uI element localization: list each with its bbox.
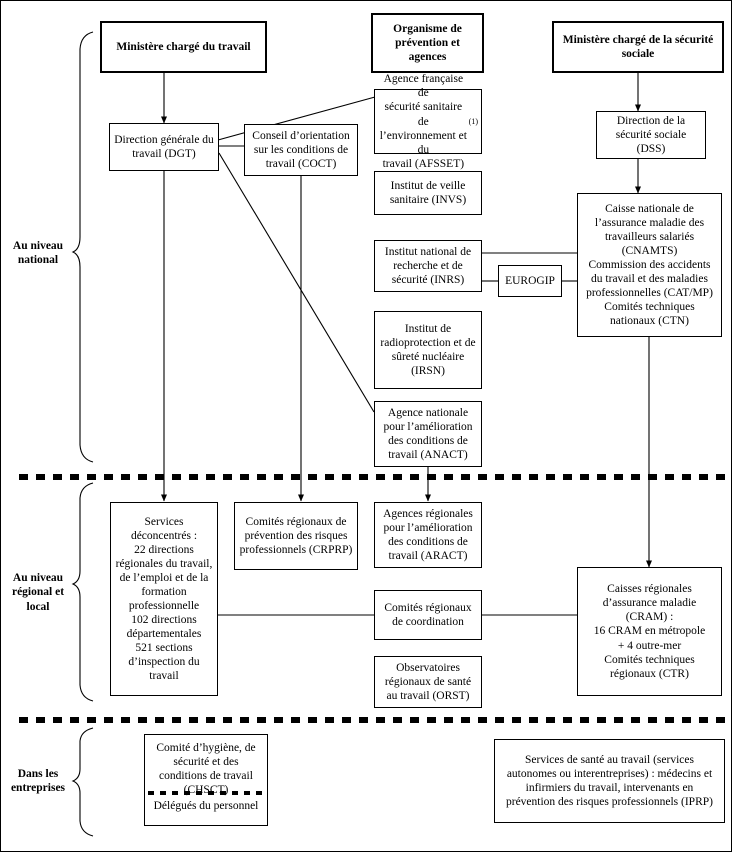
node-delegues-personnel[interactable]: Délégués du personnel (153, 800, 259, 812)
node-orst[interactable]: Observatoires régionaux de santé au trav… (374, 656, 482, 708)
brace-national (71, 31, 94, 463)
node-comites-coordination[interactable]: Comités régionaux de coordination (374, 590, 482, 640)
brace-regional (71, 482, 94, 702)
header-ministere-securite-sociale[interactable]: Ministère chargé de la sécurité sociale (552, 21, 724, 73)
node-cnamts[interactable]: Caisse nationale de l’assurance maladie … (577, 193, 722, 337)
node-anact[interactable]: Agence nationale pour l’amélioration des… (374, 401, 482, 467)
edge-dgt-anact (218, 152, 375, 413)
node-coct[interactable]: Conseil d’orientation sur les conditions… (244, 124, 358, 176)
level-label-entreprises: Dans les entreprises (10, 768, 66, 795)
divider-national-regional (19, 474, 731, 480)
level-label-regional: Au niveau régional et local (11, 572, 65, 613)
node-dgt[interactable]: Direction générale du travail (DGT) (109, 123, 219, 171)
divider-regional-entreprises (19, 717, 731, 723)
node-services-sante[interactable]: Services de santé au travail (services a… (494, 739, 725, 823)
node-inrs[interactable]: Institut national de recherche et de séc… (374, 240, 482, 292)
node-aract[interactable]: Agences régionales pour l’amélioration d… (374, 502, 482, 568)
node-afsset-label: Agence française de sécurité sanitaire d… (379, 73, 467, 170)
brace-entreprises (71, 727, 94, 837)
node-cram[interactable]: Caisses régionales d’assurance maladie (… (577, 567, 722, 696)
node-crprp[interactable]: Comités régionaux de prévention des risq… (234, 502, 358, 570)
header-ministere-travail[interactable]: Ministère chargé du travail (100, 21, 267, 73)
header-organisme-prevention[interactable]: Organisme de prévention et agences (371, 13, 484, 73)
divider-chsct-delegues (148, 791, 264, 795)
node-eurogip[interactable]: EUROGIP (498, 265, 562, 297)
node-afsset-footnote: (1) (468, 116, 478, 126)
level-label-national: Au niveau national (12, 240, 64, 267)
node-services-deconcentres[interactable]: Services déconcentrés : 22 directions ré… (110, 502, 218, 696)
node-afsset[interactable]: Agence française de sécurité sanitaire d… (374, 73, 482, 170)
node-dss[interactable]: Direction de la sécurité sociale (DSS) (596, 111, 706, 159)
node-chsct[interactable]: Comité d’hygiène, de sécurité et des con… (144, 734, 268, 826)
node-invs[interactable]: Institut de veille sanitaire (INVS) (374, 171, 482, 215)
node-irsn[interactable]: Institut de radioprotection et de sûreté… (374, 311, 482, 389)
